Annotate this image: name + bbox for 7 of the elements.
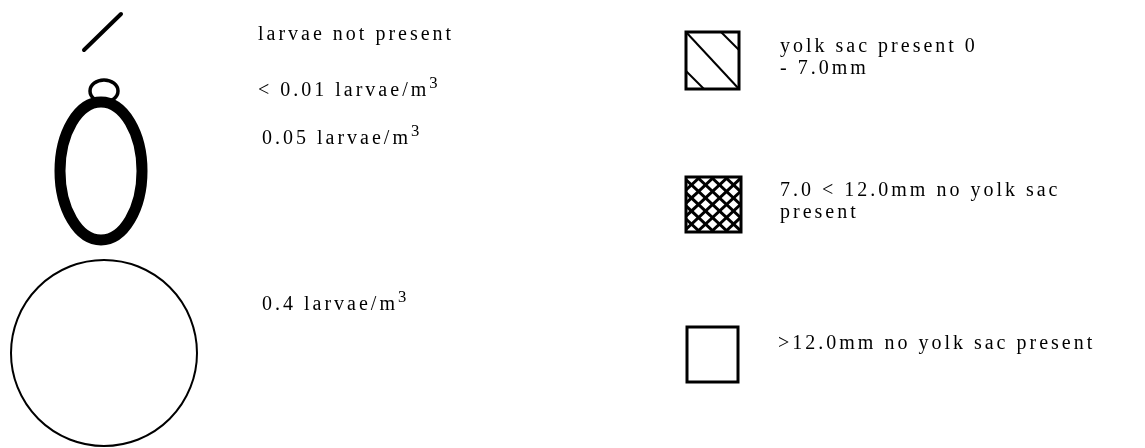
legend-text: 7.0 < 12.0mm no yolk sac present [780, 178, 1062, 222]
legend-text: 0.4 larvae/m$^{3}$ [262, 286, 411, 314]
legend-text: < 0.01 larvae/m$^{3}$ [258, 72, 442, 100]
legend-text: yolk sac present 0 - 7.0mm [780, 34, 979, 78]
legend-text: >12.0mm no yolk sac present [778, 331, 1097, 353]
legend-text: larvae not present [258, 22, 456, 44]
legend-text: 0.05 larvae/m$^{3}$ [262, 120, 424, 148]
